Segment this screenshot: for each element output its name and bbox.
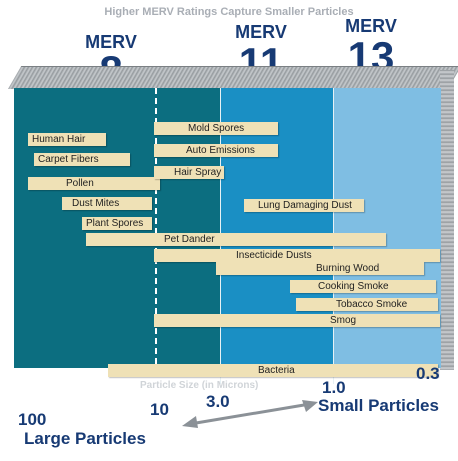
particle-label: Bacteria	[258, 365, 295, 376]
particle-bar: Human Hair	[28, 133, 106, 146]
particle-label: Burning Wood	[316, 263, 380, 274]
particle-label: Smog	[330, 315, 357, 326]
particle-label: Insecticide Dusts	[236, 250, 312, 261]
merv-13-label: MERV	[345, 16, 397, 36]
particle-label: Hair Spray	[174, 167, 222, 178]
particle-bar: Hair Spray	[154, 166, 224, 179]
particle-bar: Pet Dander	[86, 233, 386, 246]
particle-label: Carpet Fibers	[38, 154, 99, 165]
tick-100: 100	[18, 410, 47, 429]
particle-label: Mold Spores	[188, 123, 245, 134]
merv-8-label: MERV	[85, 32, 137, 52]
filter-pleat-top	[8, 66, 458, 89]
particle-bar: Pollen	[28, 177, 160, 190]
particle-bar: Burning Wood	[216, 262, 424, 275]
particle-label: Dust Mites	[72, 198, 120, 209]
particle-bar: Lung Damaging Dust	[244, 199, 364, 212]
particle-bar: Cooking Smoke	[290, 280, 436, 293]
particle-bar: Smog	[154, 314, 440, 327]
chart-title: Higher MERV Ratings Capture Smaller Part…	[104, 6, 354, 18]
particle-bar: Tobacco Smoke	[296, 298, 438, 311]
tick-1: 1.0	[322, 378, 346, 397]
particle-bar: Carpet Fibers	[34, 153, 130, 166]
axis-title: Particle Size (in Microns)	[140, 380, 259, 391]
particle-bar: Dust Mites	[62, 197, 152, 210]
particle-label: Lung Damaging Dust	[258, 200, 352, 211]
particle-bar: Bacteria	[108, 364, 438, 377]
particle-label: Human Hair	[32, 134, 86, 145]
particle-label: Tobacco Smoke	[336, 299, 408, 310]
particle-bar: Auto Emissions	[154, 144, 278, 157]
tick-10: 10	[150, 400, 169, 419]
particle-label: Pollen	[66, 178, 94, 189]
filter-pleat-side	[440, 70, 454, 370]
particle-label: Auto Emissions	[186, 145, 255, 156]
particle-label: Plant Spores	[86, 218, 144, 229]
double-arrow-icon	[182, 400, 318, 428]
tick-0-3: 0.3	[416, 364, 440, 383]
particle-label: Cooking Smoke	[318, 281, 389, 292]
particle-label: Pet Dander	[164, 234, 215, 245]
large-particles-label: Large Particles	[24, 429, 146, 448]
merv-11-label: MERV	[235, 22, 287, 42]
particle-bar: Plant Spores	[82, 217, 152, 230]
particle-bar: Mold Spores	[154, 122, 278, 135]
small-particles-label: Small Particles	[318, 396, 439, 415]
tick-3: 3.0	[206, 392, 230, 411]
particle-bar: Insecticide Dusts	[154, 249, 440, 262]
